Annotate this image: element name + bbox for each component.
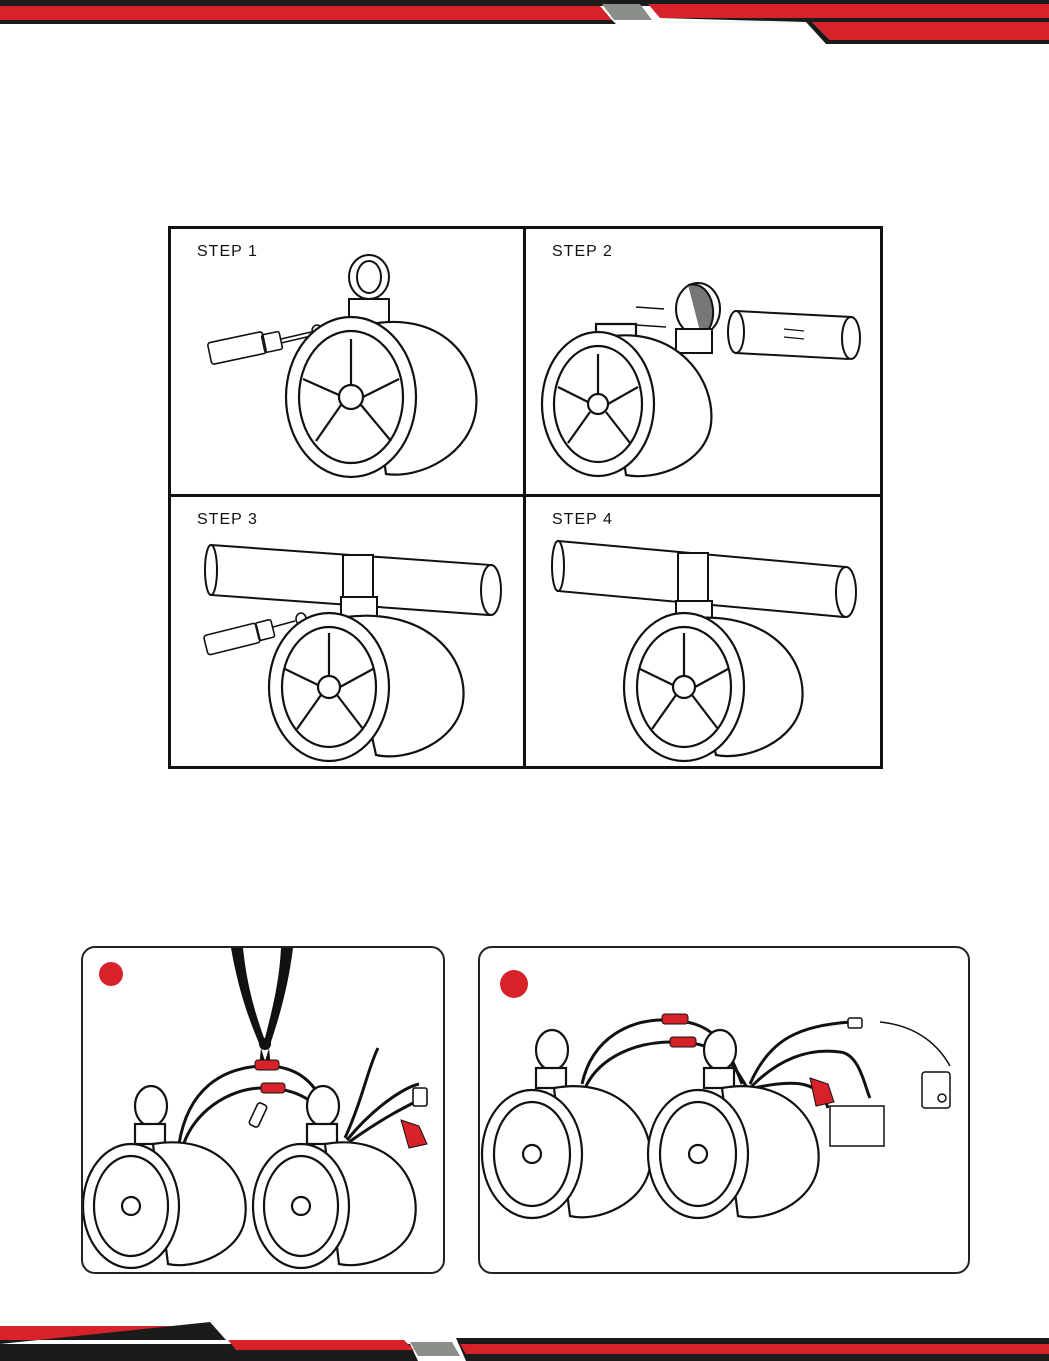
wiring-diagram-b (478, 946, 970, 1274)
step-1-illustration (171, 229, 523, 494)
installation-steps-grid: STEP 1 (168, 226, 883, 769)
step-2-illustration (526, 229, 877, 494)
battery-icon (830, 1106, 884, 1146)
footer-band (0, 1322, 1049, 1361)
wiring-b-illustration (480, 948, 968, 1272)
pliers-icon (231, 948, 293, 1068)
arrow-icon (636, 307, 666, 327)
step-2-panel: STEP 2 (526, 229, 880, 497)
header-band (0, 0, 1049, 44)
step-4-illustration (526, 497, 877, 763)
step-3-panel: STEP 3 (171, 497, 526, 766)
step-3-illustration (171, 497, 523, 763)
roll-bar-tube (728, 311, 860, 359)
head-unit-icon (922, 1072, 950, 1108)
wiring-diagram-a (81, 946, 445, 1274)
step-4-panel: STEP 4 (526, 497, 880, 766)
step-1-panel: STEP 1 (171, 229, 526, 497)
wiring-a-illustration (83, 948, 443, 1272)
